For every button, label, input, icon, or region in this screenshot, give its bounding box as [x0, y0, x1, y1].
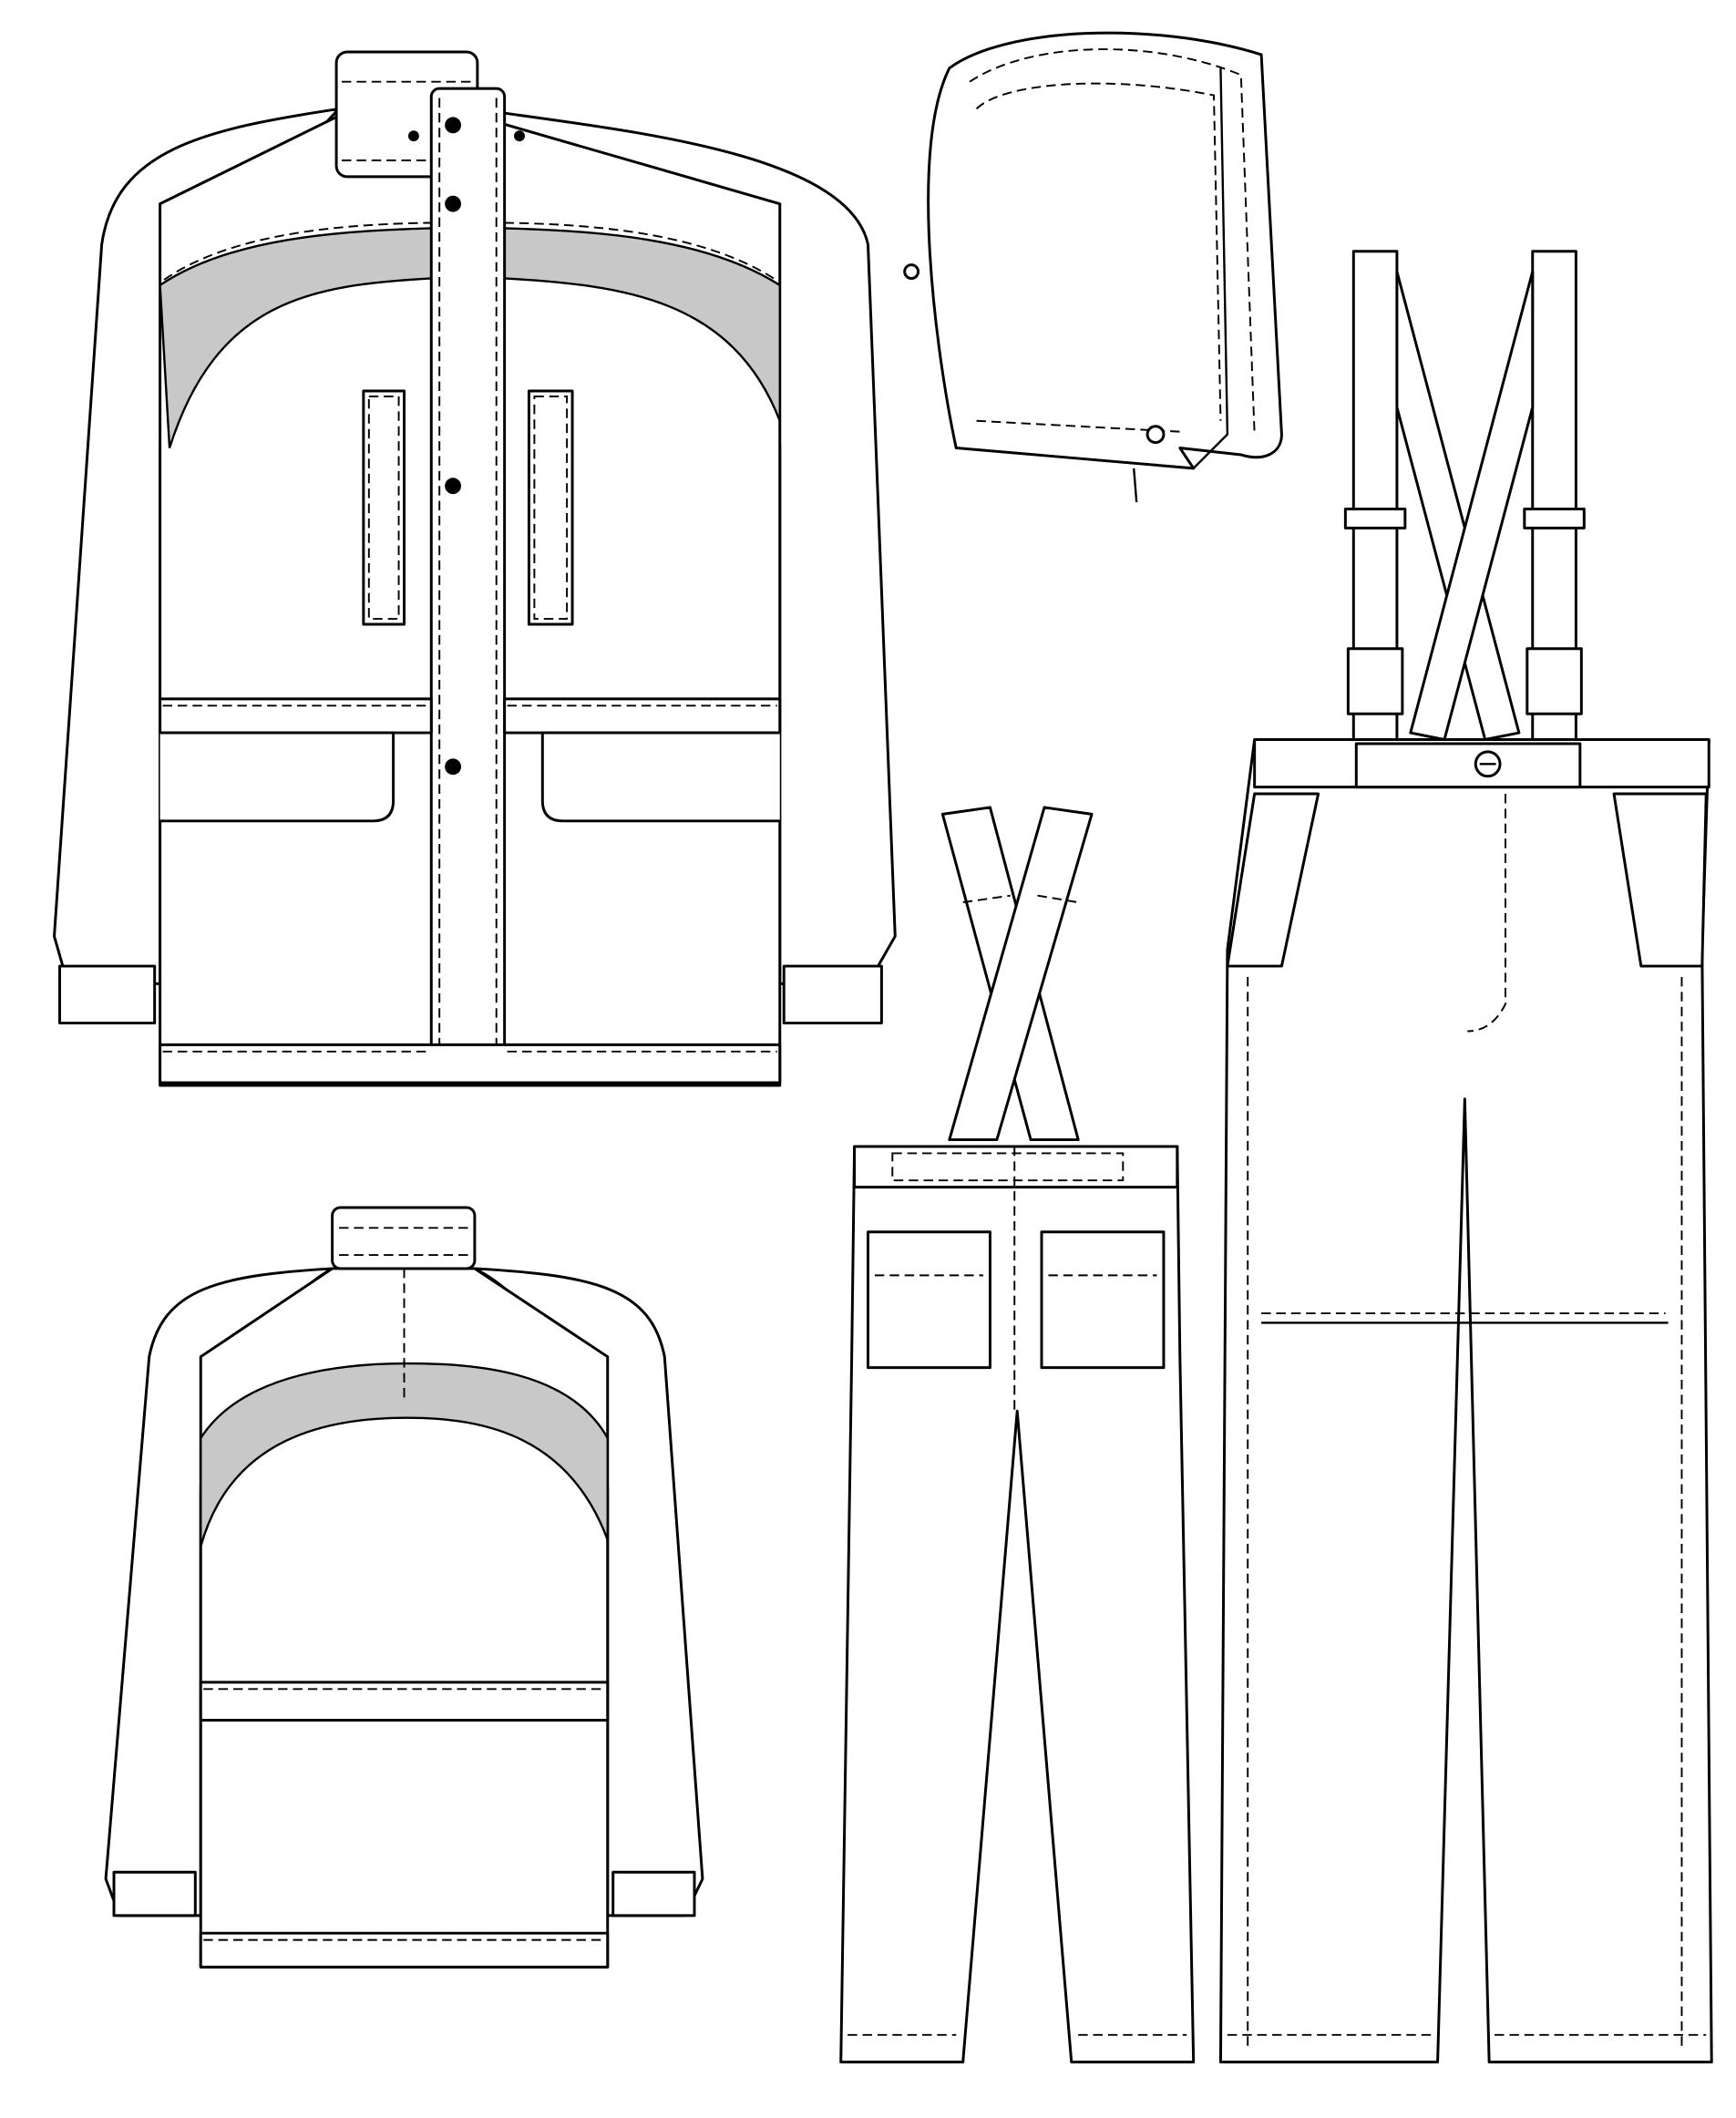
- side-pocket-right: [1612, 792, 1708, 968]
- strap-buckle-right: [1523, 508, 1586, 530]
- jacket-back: [104, 1206, 704, 1969]
- toggle-left: [903, 263, 920, 280]
- waist-drawcord-band: [159, 697, 433, 735]
- chest-pocket-left: [362, 389, 406, 626]
- pocket-flap-left: [159, 731, 395, 823]
- chest-pocket-right: [527, 389, 574, 626]
- placket: [429, 87, 507, 1084]
- strap-buckle-left: [1343, 508, 1407, 530]
- overalls-back: [839, 806, 1196, 2064]
- collar: [331, 1206, 477, 1270]
- toggle-right: [1145, 425, 1166, 445]
- hood: [903, 31, 1283, 503]
- hem-band: [159, 1043, 782, 1085]
- strap-right: [948, 806, 1094, 1142]
- jacket-front: [53, 50, 897, 1087]
- overalls-front: [1218, 250, 1713, 2064]
- back-pocket-left: [867, 1230, 991, 1370]
- reflective-band-left: [159, 227, 433, 448]
- right-cuff: [782, 964, 883, 1025]
- left-cuff: [57, 964, 157, 1025]
- side-pocket-left: [1226, 792, 1320, 968]
- back-pocket-right: [1040, 1230, 1166, 1370]
- pocket-flap-right: [540, 731, 780, 823]
